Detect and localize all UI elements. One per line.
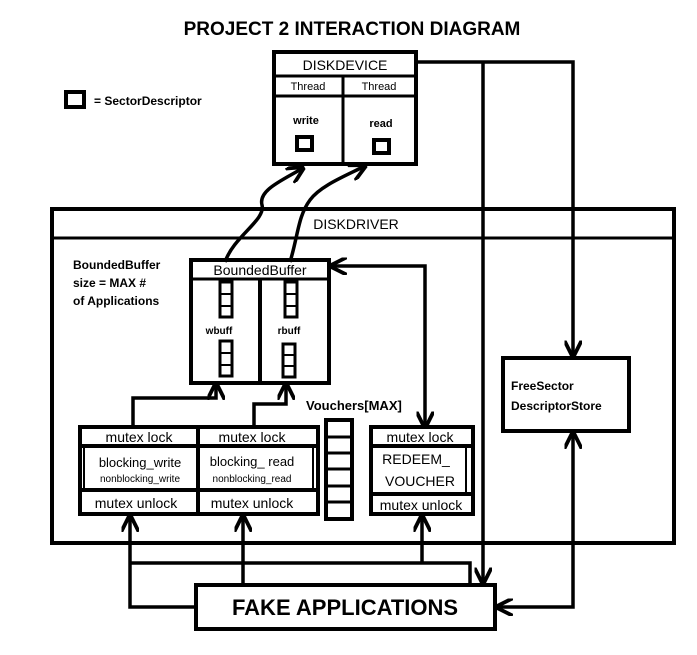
write-mutex-unlock: mutex unlock	[95, 495, 178, 511]
connectors	[130, 60, 573, 609]
disk-driver-title: DISKDRIVER	[313, 216, 399, 232]
free-sector-store: FreeSector DescriptorStore	[501, 356, 631, 433]
device-to-free-store-arrow	[416, 60, 573, 356]
read-mutex-lock: mutex lock	[219, 429, 287, 445]
wbuff-bottom-stack	[218, 339, 234, 378]
free-sector-line1: FreeSector	[511, 379, 574, 393]
wbuff-top-stack	[218, 280, 234, 319]
bounded-buffer: BoundedBuffer wbuff rbuff	[189, 258, 331, 385]
redeem-mutex-lock: mutex lock	[387, 429, 455, 445]
write-block: mutex lock blocking_write nonblocking_wr…	[78, 425, 200, 516]
fake-apps-to-write-arrow	[130, 516, 196, 609]
write-thread-connection	[223, 168, 303, 263]
bounded-buffer-note-line1: BoundedBuffer	[73, 258, 161, 272]
redeem-line1: REDEEM_	[382, 451, 450, 467]
read-thread-connection	[288, 166, 365, 263]
disk-device: DISKDEVICE Thread Thread write read	[272, 50, 418, 166]
sector-descriptor-legend-icon	[64, 90, 86, 109]
bounded-buffer-note-line2: size = MAX #	[73, 276, 146, 290]
write-sector-descriptor-icon	[295, 135, 314, 152]
write-mutex-lock: mutex lock	[106, 429, 174, 445]
bounded-buffer-title: BoundedBuffer	[213, 262, 306, 278]
read-mutex-unlock: mutex unlock	[211, 495, 294, 511]
read-label: read	[369, 118, 392, 130]
nonblocking-write: nonblocking_write	[100, 474, 180, 485]
fake-applications-label: FAKE APPLICATIONS	[232, 595, 458, 620]
fake-apps-loop-line	[130, 561, 472, 583]
disk-driver: DISKDRIVER	[50, 207, 676, 545]
free-store-to-fake-apps-arrow	[497, 433, 573, 607]
thread-left-label: Thread	[291, 81, 326, 93]
redeem-to-bounded-buffer-arrow	[331, 266, 425, 427]
blocking-write: blocking_write	[99, 455, 181, 470]
disk-device-title: DISKDEVICE	[303, 57, 388, 73]
redeem-line2: VOUCHER	[385, 473, 455, 489]
rbuff-bottom-stack	[281, 342, 297, 379]
vouchers-stack	[324, 418, 354, 521]
legend-label: = SectorDescriptor	[94, 94, 202, 108]
nonblocking-read: nonblocking_read	[213, 474, 292, 485]
vouchers-label: Vouchers[MAX]	[306, 398, 402, 413]
wbuff-label: wbuff	[205, 326, 233, 337]
fake-applications: FAKE APPLICATIONS	[194, 583, 497, 631]
read-to-rbuff-arrow	[252, 384, 286, 427]
page-title: PROJECT 2 INTERACTION DIAGRAM	[184, 19, 521, 40]
rbuff-label: rbuff	[278, 326, 301, 337]
redeem-voucher-block: mutex lock REDEEM_ VOUCHER mutex unlock	[369, 425, 475, 516]
rbuff-top-stack	[283, 280, 299, 319]
bounded-buffer-note-line3: of Applications	[73, 294, 160, 308]
write-to-wbuff-arrow	[131, 384, 216, 427]
redeem-mutex-unlock: mutex unlock	[380, 497, 463, 513]
read-sector-descriptor-icon	[372, 138, 391, 155]
free-sector-line2: DescriptorStore	[511, 399, 602, 413]
blocking-read: blocking_ read	[210, 454, 295, 469]
read-block: mutex lock blocking_ read nonblocking_re…	[196, 425, 320, 516]
write-label: write	[292, 115, 319, 127]
thread-right-label: Thread	[362, 81, 397, 93]
